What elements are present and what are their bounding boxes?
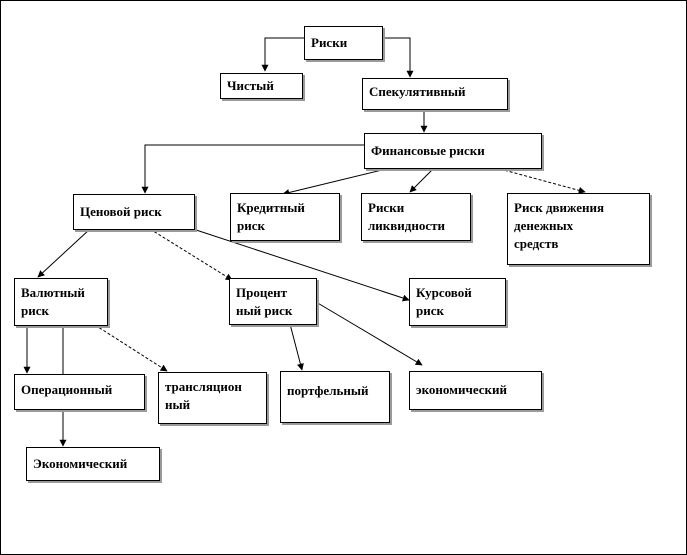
edge-financial-liquidity: [409, 168, 434, 193]
edge-currency-translation: [94, 324, 168, 372]
node-financial: Финансовые риски: [364, 133, 542, 169]
edge-financial-price: [141, 144, 364, 194]
node-interest: Процент ный риск: [229, 278, 317, 325]
node-exchange: Курсовой риск: [409, 278, 506, 326]
node-operational: Операционный: [14, 374, 145, 410]
edge-price-exchange: [189, 227, 410, 302]
edge-price-currency: [37, 228, 91, 278]
node-portfolio: портфельный: [280, 371, 390, 423]
edge-financial-credit: [282, 168, 387, 196]
node-currency: Валютный риск: [14, 278, 108, 326]
edge-interest-portfolio: [289, 323, 304, 371]
node-credit: Кредитный риск: [230, 193, 340, 241]
node-speculative: Спекулятивный: [362, 78, 508, 110]
node-economic-lower: экономический: [409, 371, 542, 410]
edge-risks-speculative: [382, 37, 414, 78]
edge-price-interest: [149, 228, 233, 281]
node-cashflow: Риск движения денежных средств: [507, 193, 650, 265]
node-pure: Чистый: [220, 73, 303, 99]
edge-interest-economic: [315, 301, 423, 366]
node-risks: Риски: [304, 26, 383, 60]
node-price: Ценовой риск: [73, 194, 195, 230]
edge-risks-pure: [261, 37, 304, 72]
node-liquidity: Риски ликвидности: [361, 193, 471, 241]
node-economic-upper: Экономический: [26, 447, 160, 481]
node-translation: трансляцион ный: [158, 372, 267, 424]
edge-financial-cashflow: [499, 168, 586, 194]
